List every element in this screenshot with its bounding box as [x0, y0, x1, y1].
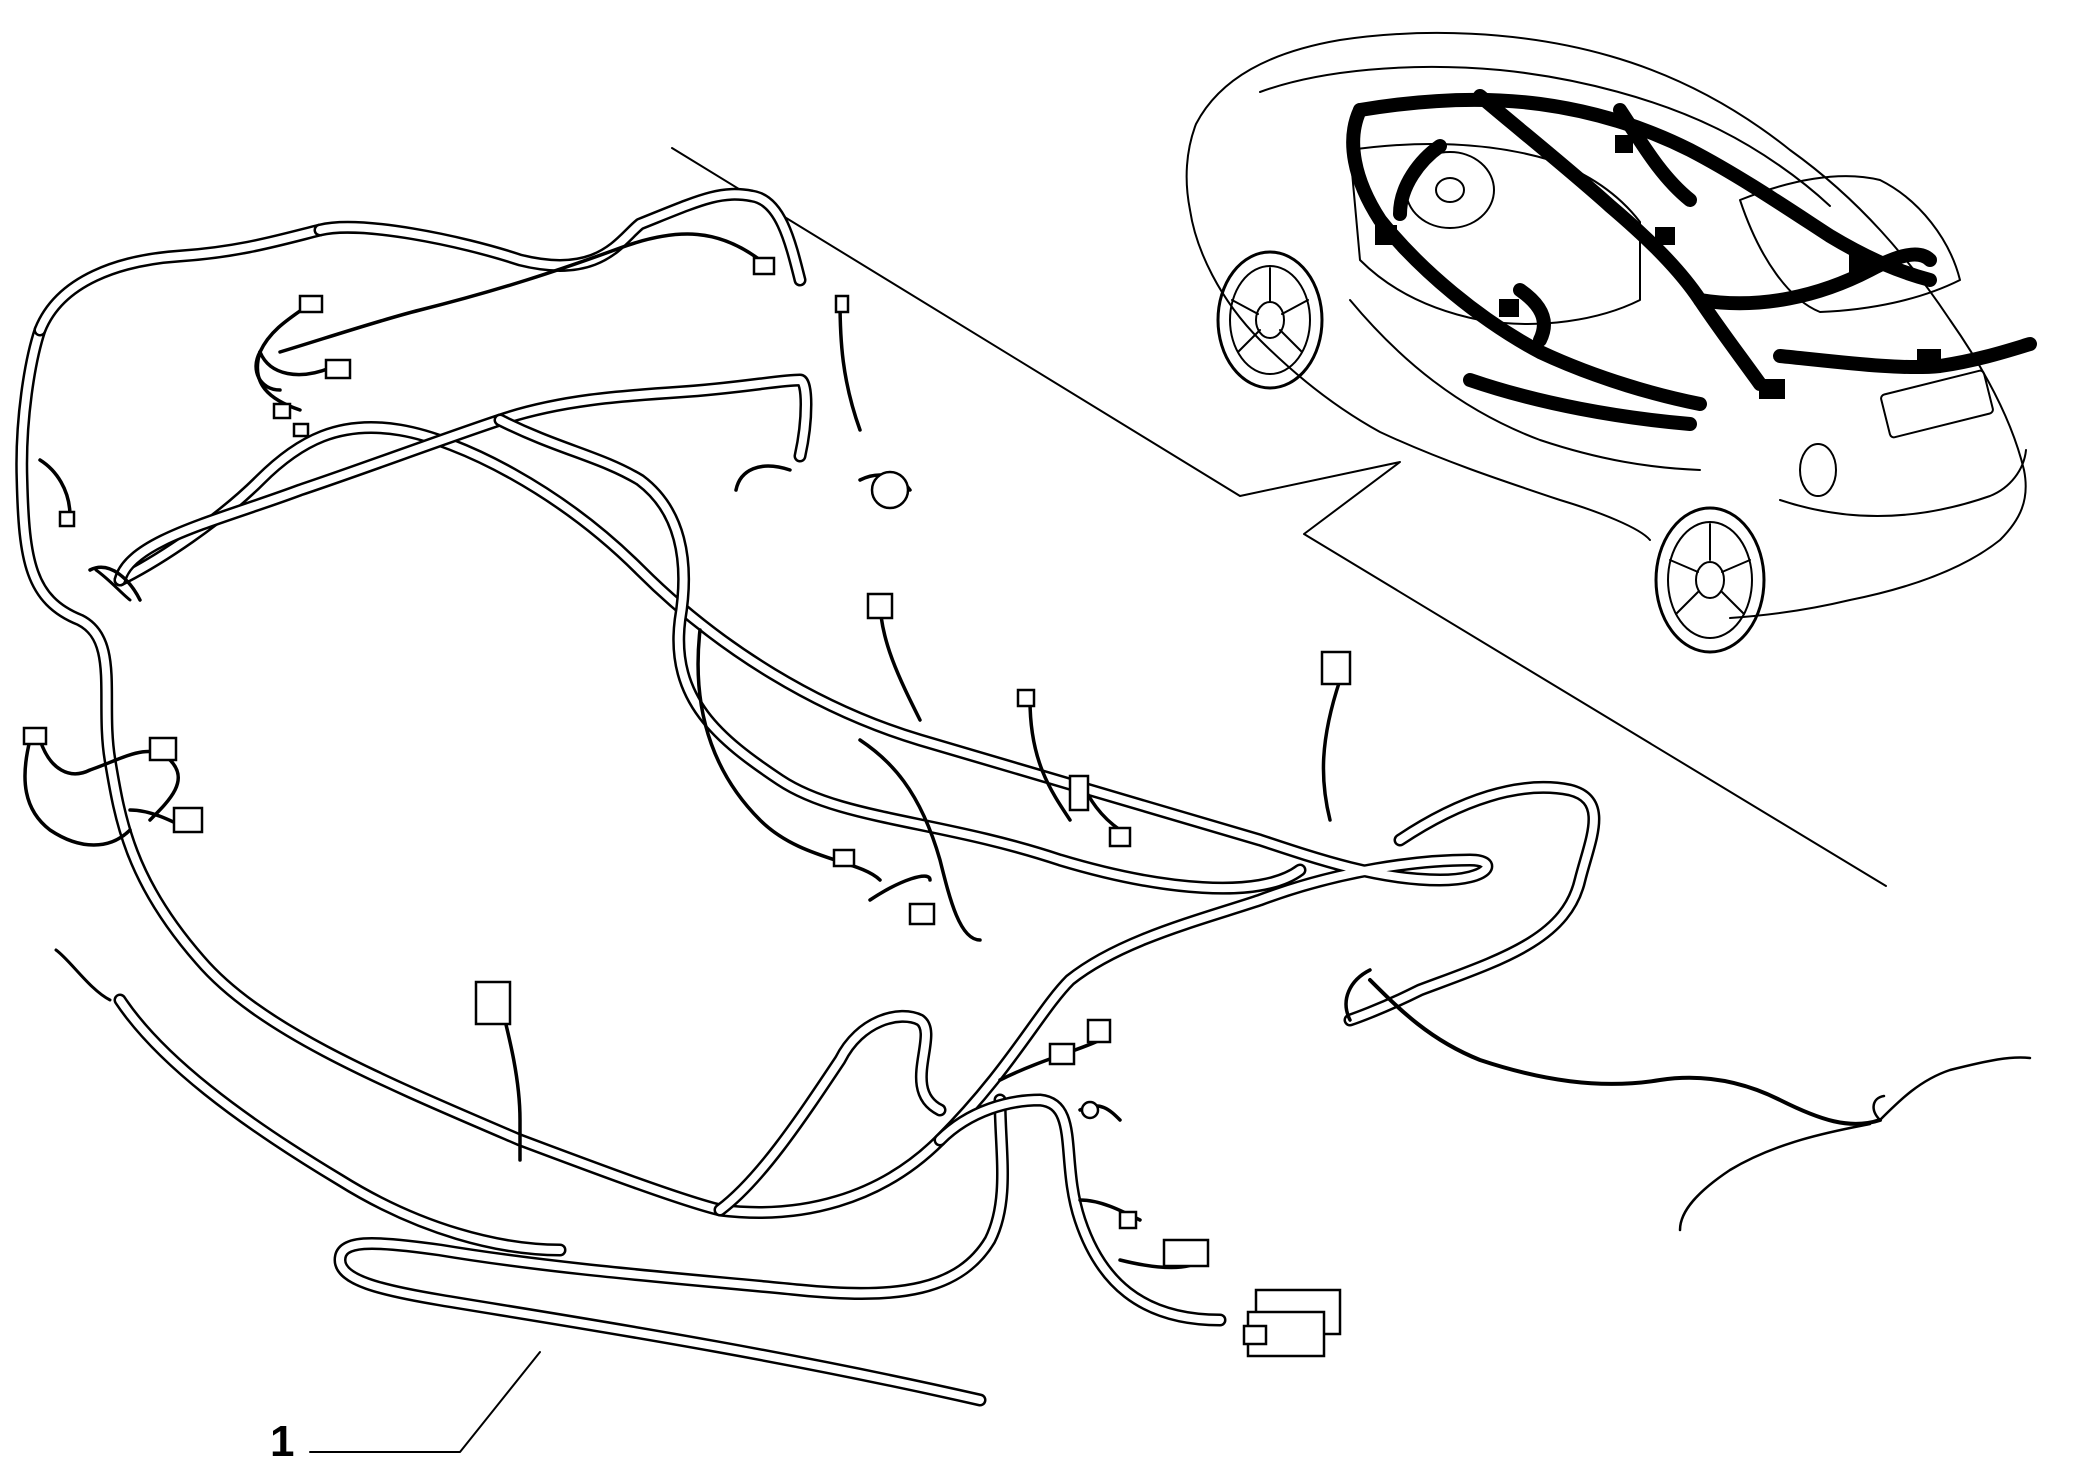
branch-wires — [23, 232, 2032, 1270]
connector — [58, 510, 76, 528]
control-module — [1242, 1288, 1342, 1358]
connector — [752, 256, 776, 276]
connector — [866, 592, 894, 620]
connector — [1108, 826, 1132, 848]
connector — [1068, 774, 1090, 812]
connector — [1320, 650, 1352, 686]
grommet — [1080, 1100, 1100, 1120]
connector — [292, 422, 310, 438]
connector — [172, 806, 204, 834]
connector — [1016, 688, 1036, 708]
connector — [22, 726, 48, 746]
connector — [272, 402, 292, 420]
harness-trunk — [15, 187, 1601, 1407]
car-roof — [1259, 65, 1831, 207]
leader-line — [309, 1351, 541, 1453]
connector — [1048, 1042, 1076, 1066]
grommet — [870, 470, 910, 510]
connector — [298, 294, 324, 314]
inset-harness — [1346, 89, 2037, 431]
free-wire — [54, 948, 112, 1002]
front-wheel — [1216, 250, 1324, 390]
licence-plate — [1880, 369, 1994, 439]
free-wire — [94, 568, 132, 602]
connector — [908, 902, 936, 926]
connector — [1162, 1238, 1210, 1268]
connector — [148, 736, 178, 762]
car-inset — [1185, 31, 2037, 654]
connector — [474, 980, 512, 1026]
car-door-line — [1349, 299, 1701, 471]
callout-1: 1 — [270, 1351, 541, 1458]
connector — [834, 294, 850, 314]
car-side-window — [1349, 143, 1641, 325]
rear-wheel — [1654, 506, 1766, 654]
connector — [1118, 1210, 1138, 1230]
connectors — [22, 256, 1352, 1358]
connector — [324, 358, 352, 380]
main-harness — [15, 187, 2032, 1407]
tail-light — [1799, 443, 1837, 497]
connector — [1086, 1018, 1112, 1044]
view-separator-line — [671, 147, 1887, 887]
callout-number: 1 — [270, 1417, 294, 1458]
connector — [832, 848, 856, 868]
rear-bumper — [1779, 449, 2027, 517]
